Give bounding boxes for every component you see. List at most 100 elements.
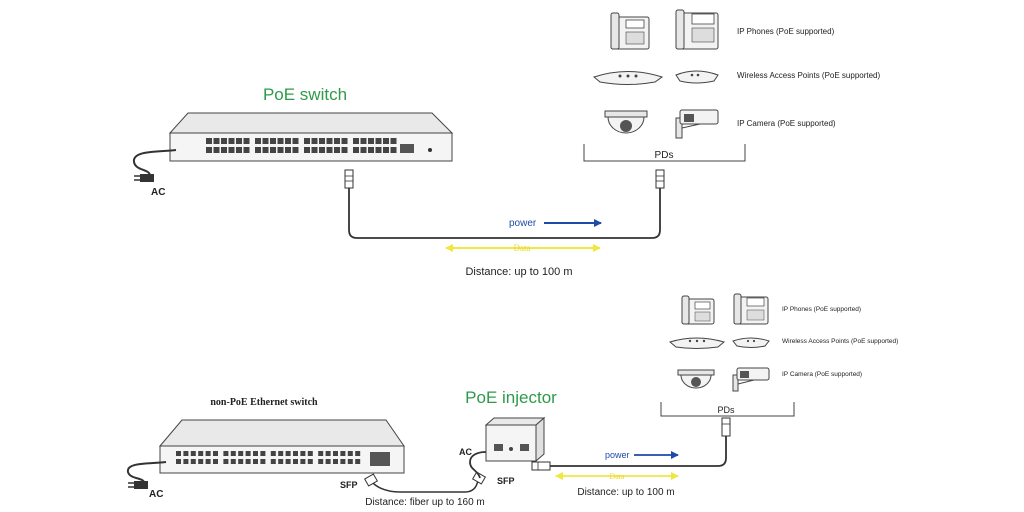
- ethernet-port: [255, 138, 261, 144]
- access-point-icon: [675, 70, 719, 84]
- ethernet-port: [319, 138, 325, 144]
- ethernet-port: [206, 138, 212, 144]
- ethernet-port: [270, 459, 276, 464]
- sfp-label: SFP: [340, 480, 358, 490]
- ethernet-port: [285, 459, 291, 464]
- rj45-connector-icon: [655, 169, 665, 189]
- ethernet-port: [390, 147, 397, 153]
- ethernet-port: [260, 459, 266, 464]
- poe-injector-title: PoE injector: [465, 388, 557, 407]
- ethernet-port: [230, 459, 236, 464]
- ethernet-port: [341, 147, 348, 153]
- ethernet-port: [334, 138, 340, 144]
- ethernet-port: [341, 138, 348, 144]
- ethernet-port: [262, 138, 269, 144]
- ethernet-port: [236, 138, 242, 144]
- ip-camera-icon: [675, 109, 719, 139]
- ethernet-port: [375, 138, 382, 144]
- ac-power-cord-icon: [127, 461, 167, 489]
- ethernet-port: [223, 451, 229, 456]
- ethernet-port: [355, 459, 361, 464]
- ip-phones-label: IP Phones (PoE supported): [782, 306, 861, 313]
- ethernet-port: [190, 459, 196, 464]
- pds-label: PDs: [655, 150, 674, 161]
- ac-power-cord: [469, 451, 487, 479]
- ethernet-port: [253, 459, 258, 464]
- ethernet-port: [238, 451, 244, 456]
- ethernet-port: [198, 451, 204, 456]
- ethernet-port: [353, 147, 359, 153]
- ethernet-port: [213, 147, 220, 153]
- fiber-cable: [369, 479, 479, 493]
- ethernet-port: [221, 147, 227, 153]
- ethernet-port: [293, 451, 298, 456]
- ethernet-port: [375, 147, 382, 153]
- ip-phone-icon: [675, 9, 719, 50]
- ethernet-port: [183, 451, 189, 456]
- access-points-label: Wireless Access Points (PoE supported): [782, 338, 898, 345]
- ethernet-port: [383, 147, 389, 153]
- ethernet-port: [333, 459, 338, 464]
- rj45-connector-icon: [531, 461, 551, 471]
- ethernet-port: [326, 147, 333, 153]
- ethernet-port: [334, 147, 340, 153]
- switch-port-group: [176, 451, 361, 464]
- distance-label: Distance: up to 100 m: [465, 266, 572, 278]
- ethernet-port: [285, 147, 291, 153]
- ethernet-port: [300, 459, 306, 464]
- ethernet-port: [293, 459, 298, 464]
- sfp-connector-icon: [363, 473, 379, 487]
- ip-phones-label: IP Phones (PoE supported): [737, 27, 835, 36]
- ethernet-cable: [348, 188, 661, 239]
- ethernet-port: [221, 138, 227, 144]
- ethernet-port: [243, 147, 250, 153]
- ip-phone-icon: [610, 12, 650, 50]
- ac-label: AC: [459, 447, 472, 457]
- sfp-label: SFP: [497, 476, 515, 486]
- switch-port-group: [206, 138, 397, 153]
- distance-label: Distance: up to 100 m: [577, 487, 674, 498]
- ethernet-port: [311, 147, 318, 153]
- ethernet-port: [326, 138, 333, 144]
- ethernet-port: [277, 147, 284, 153]
- ethernet-port: [347, 459, 353, 464]
- ethernet-cable: [550, 436, 727, 467]
- ethernet-port: [245, 451, 251, 456]
- ethernet-port: [383, 138, 389, 144]
- ethernet-port: [340, 451, 346, 456]
- ethernet-port: [333, 451, 338, 456]
- power-label: power: [509, 218, 537, 229]
- poe-switch-title: PoE switch: [263, 85, 347, 104]
- ethernet-port: [270, 451, 276, 456]
- ethernet-port: [277, 138, 284, 144]
- sfp-connector-icon: [471, 471, 487, 485]
- ethernet-port: [228, 147, 235, 153]
- access-point-icon: [592, 71, 664, 85]
- ethernet-port: [198, 459, 204, 464]
- data-label: Data: [514, 243, 531, 253]
- ip-phone-icon: [681, 295, 715, 325]
- non-poe-switch-device: [158, 419, 405, 474]
- ip-camera-icon: [732, 367, 770, 392]
- pds-bracket: [583, 144, 746, 162]
- ac-power-cord-icon: [133, 149, 177, 182]
- access-point-icon: [732, 337, 770, 348]
- ethernet-port: [255, 147, 261, 153]
- ip-camera-icon: [677, 369, 715, 389]
- ac-label: AC: [151, 187, 165, 198]
- ethernet-port: [213, 451, 218, 456]
- ethernet-port: [311, 138, 318, 144]
- ethernet-port: [319, 147, 325, 153]
- non-poe-switch-label: non-PoE Ethernet switch: [210, 397, 318, 408]
- power-label: power: [605, 450, 630, 460]
- ethernet-port: [360, 138, 367, 144]
- ethernet-port: [360, 147, 367, 153]
- ethernet-port: [176, 451, 181, 456]
- access-points-label: Wireless Access Points (PoE supported): [737, 71, 881, 80]
- ethernet-port: [236, 147, 242, 153]
- ethernet-port: [223, 459, 229, 464]
- ethernet-port: [353, 138, 359, 144]
- ethernet-port: [304, 147, 310, 153]
- ethernet-port: [205, 459, 211, 464]
